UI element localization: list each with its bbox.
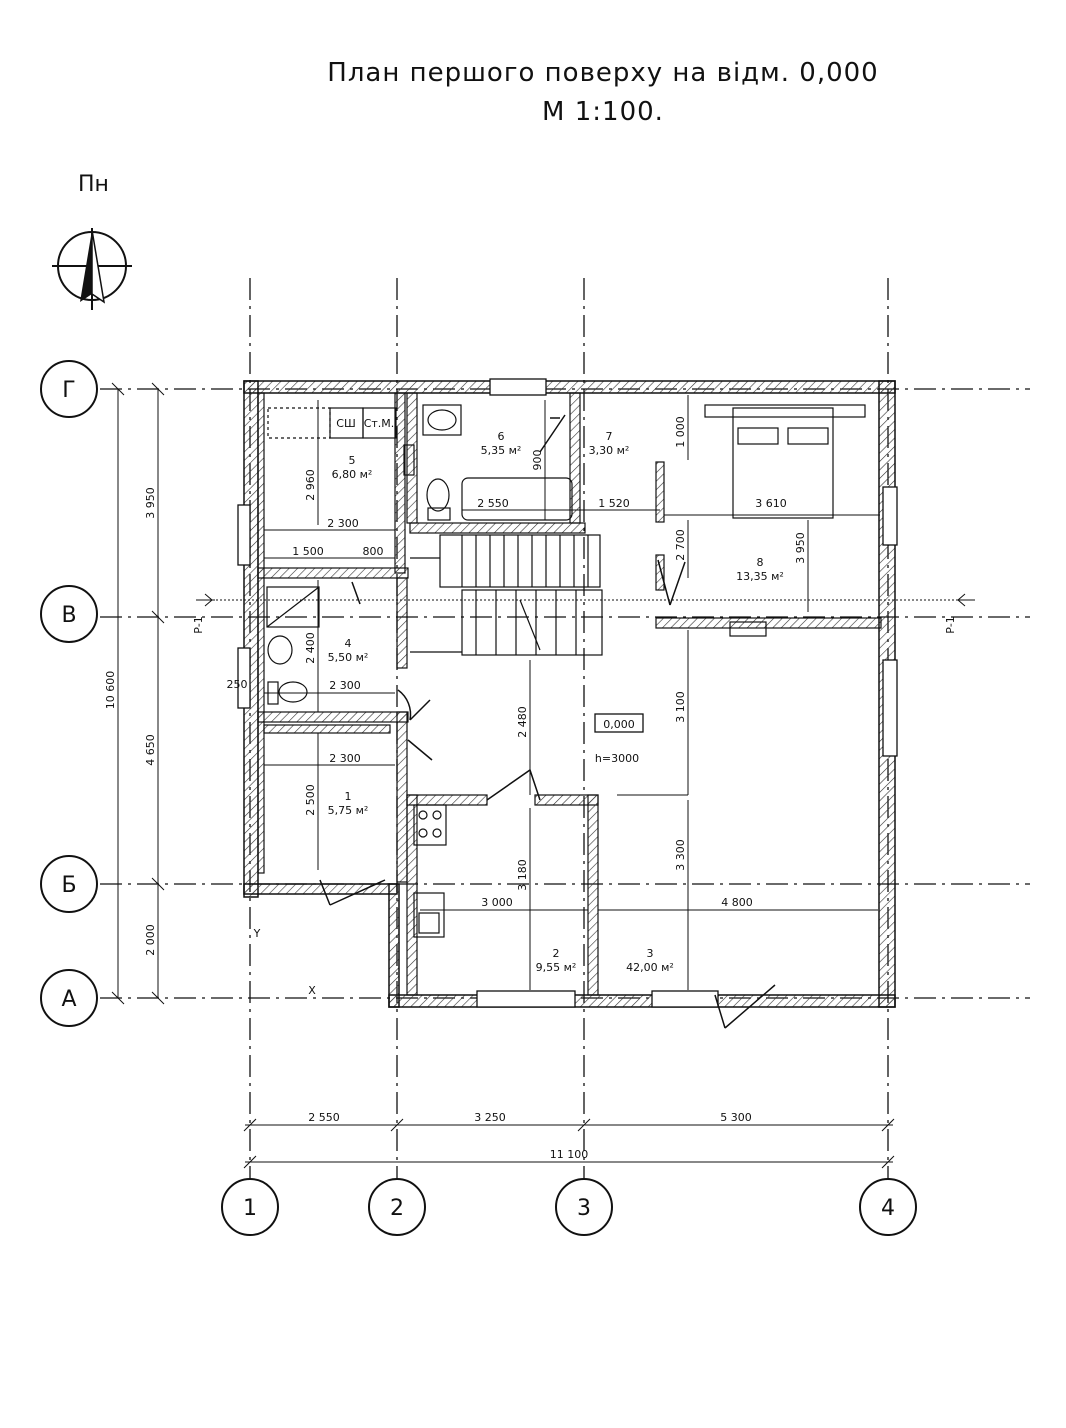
dim-800: 800 [363, 545, 384, 558]
left-dimension-chains [111, 382, 165, 1005]
room-2-label: 2 9,55 м² [536, 947, 577, 974]
north-arrow-icon [52, 228, 132, 310]
dim-2700: 2 700 [674, 529, 687, 561]
kitchen-appliances [413, 621, 767, 938]
laundry-appliances [267, 407, 397, 439]
svg-text:3: 3 [647, 947, 654, 960]
dim-3100: 3 100 [674, 691, 687, 723]
level-mark-box [594, 713, 644, 733]
north-label: Пн [78, 172, 109, 197]
dryer-label: СШ [336, 417, 355, 430]
axis-marker-b: Б [40, 855, 98, 913]
room-1-label: 1 5,75 м² [328, 790, 369, 817]
dim-bottom-total: 11 100 [550, 1148, 589, 1161]
svg-text:А: А [61, 987, 76, 1012]
axis-marker-a: А [40, 969, 98, 1027]
svg-text:2: 2 [553, 947, 560, 960]
svg-text:4: 4 [345, 637, 352, 650]
svg-text:5,35 м²: 5,35 м² [481, 444, 522, 457]
dim-2300c: 2 300 [329, 752, 361, 765]
svg-text:7: 7 [606, 430, 613, 443]
dim-3000: 3 000 [481, 896, 513, 909]
svg-text:2: 2 [390, 1196, 404, 1221]
dim-1500: 1 500 [292, 545, 324, 558]
room-7-label: 7 3,30 м² [589, 430, 630, 457]
svg-text:5,50 м²: 5,50 м² [328, 651, 369, 664]
svg-text:Г: Г [62, 378, 75, 403]
section-line [196, 593, 975, 607]
plan-scale: М 1:100. [542, 97, 664, 127]
svg-text:Б: Б [61, 873, 76, 898]
svg-text:5,75 м²: 5,75 м² [328, 804, 369, 817]
dim-2550: 2 550 [477, 497, 509, 510]
plan-title: План першого поверху на відм. 0,000 [327, 58, 879, 88]
level-height: h=3000 [595, 752, 639, 765]
dim-1520: 1 520 [598, 497, 630, 510]
dim-bottom-1: 2 550 [308, 1111, 340, 1124]
axis-marker-v: В [40, 585, 98, 643]
dim-bottom-3: 5 300 [720, 1111, 752, 1124]
dim-left-2: 4 650 [144, 734, 157, 766]
room-3-label: 3 42,00 м² [626, 947, 674, 974]
bottom-dimension-chains [243, 1118, 895, 1169]
dim-2960: 2 960 [304, 469, 317, 501]
dim-2300a: 2 300 [327, 517, 359, 530]
staircase [410, 534, 603, 656]
dim-2500: 2 500 [304, 784, 317, 816]
svg-text:3: 3 [577, 1196, 591, 1221]
bed [704, 404, 866, 519]
dim-2480: 2 480 [516, 706, 529, 738]
section-label-left: Р-1 [192, 616, 205, 634]
dim-3950: 3 950 [794, 532, 807, 564]
section-label-right: Р-1 [944, 616, 957, 634]
svg-text:6,80 м²: 6,80 м² [332, 468, 373, 481]
dim-900: 900 [531, 450, 544, 471]
svg-text:1: 1 [345, 790, 352, 803]
room-5-label: 5 6,80 м² [332, 454, 373, 481]
dim-left-1: 3 950 [144, 487, 157, 519]
svg-text:В: В [61, 603, 76, 628]
dim-250: 250 [227, 678, 248, 691]
level-mark: 0,000 [603, 718, 635, 731]
windows [237, 378, 898, 1008]
svg-text:13,35 м²: 13,35 м² [736, 570, 784, 583]
coord-x: X [308, 984, 316, 997]
svg-text:5: 5 [349, 454, 356, 467]
dim-2300b: 2 300 [329, 679, 361, 692]
dim-3300: 3 300 [674, 839, 687, 871]
svg-text:4: 4 [881, 1196, 895, 1221]
dim-1000: 1 000 [674, 416, 687, 448]
dim-left-total: 10 600 [104, 671, 117, 710]
svg-text:9,55 м²: 9,55 м² [536, 961, 577, 974]
svg-text:42,00 м²: 42,00 м² [626, 961, 674, 974]
bathroom-fixtures [266, 404, 573, 705]
room-4-label: 4 5,50 м² [328, 637, 369, 664]
svg-text:8: 8 [757, 556, 764, 569]
washer-label: Ст.М. [364, 417, 395, 430]
interior-walls [257, 392, 882, 996]
dim-3610: 3 610 [755, 497, 787, 510]
dim-2400: 2 400 [304, 632, 317, 664]
axis-marker-g: Г [40, 360, 98, 418]
inner-dimension-lines [264, 395, 880, 990]
axis-marker-4: 4 [859, 1178, 917, 1236]
dim-left-3: 2 000 [144, 924, 157, 956]
axis-marker-1: 1 [221, 1178, 279, 1236]
room-6-label: 6 5,35 м² [481, 430, 522, 457]
dim-bottom-2: 3 250 [474, 1111, 506, 1124]
dim-3180: 3 180 [516, 859, 529, 891]
dim-4800: 4 800 [721, 896, 753, 909]
axis-marker-3: 3 [555, 1178, 613, 1236]
coord-y: Y [253, 927, 261, 940]
svg-text:1: 1 [243, 1196, 257, 1221]
doors [319, 414, 776, 1029]
svg-text:6: 6 [498, 430, 505, 443]
room-8-label: 8 13,35 м² [736, 556, 784, 583]
axis-marker-2: 2 [368, 1178, 426, 1236]
svg-text:3,30 м²: 3,30 м² [589, 444, 630, 457]
